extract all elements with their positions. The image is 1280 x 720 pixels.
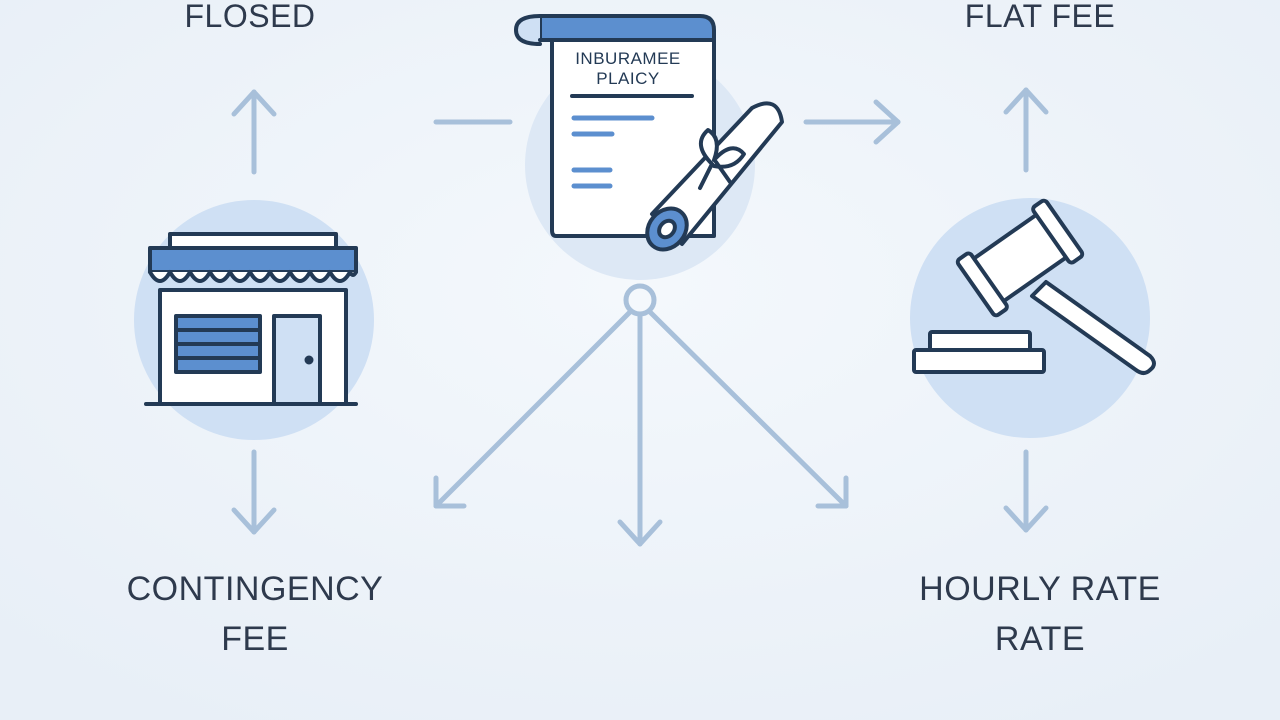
connectors [231, 87, 1049, 547]
label-contingency-line1: CONTINGENCY [126, 570, 384, 608]
rolled-diploma [645, 101, 784, 252]
arrow-branch-right [647, 309, 849, 509]
gavel-icon [912, 198, 1156, 375]
arrow-up-right [1003, 87, 1049, 173]
policy-title-line1: INBURAMEE [575, 49, 681, 68]
policy-title-line2: PLAICY [596, 69, 659, 88]
arrow-branch-left [433, 309, 633, 509]
arrow-down-right [1003, 449, 1049, 533]
label-hourly-line1: HOURLY RATE [919, 570, 1161, 608]
label-flat-fee: FLAT FEE [900, 0, 1180, 34]
storefront-icon [144, 232, 358, 406]
label-contingency-fee: CONTINGENCY FEE [80, 570, 430, 658]
label-flosed-text: FLOSED [184, 0, 316, 34]
arrow-down-left [231, 449, 277, 535]
arrow-branch-center [617, 313, 663, 547]
label-contingency-line2: FEE [221, 619, 289, 658]
insurance-policy-scroll-icon [514, 14, 784, 252]
arrow-policy-to-right [803, 99, 901, 145]
label-flat-fee-text: FLAT FEE [964, 0, 1116, 34]
label-flosed: FLOSED [130, 0, 370, 34]
arrow-up-left [231, 89, 277, 175]
label-hourly-line2: RATE [994, 619, 1086, 658]
label-hourly-rate: HOURLY RATE RATE [880, 570, 1200, 658]
